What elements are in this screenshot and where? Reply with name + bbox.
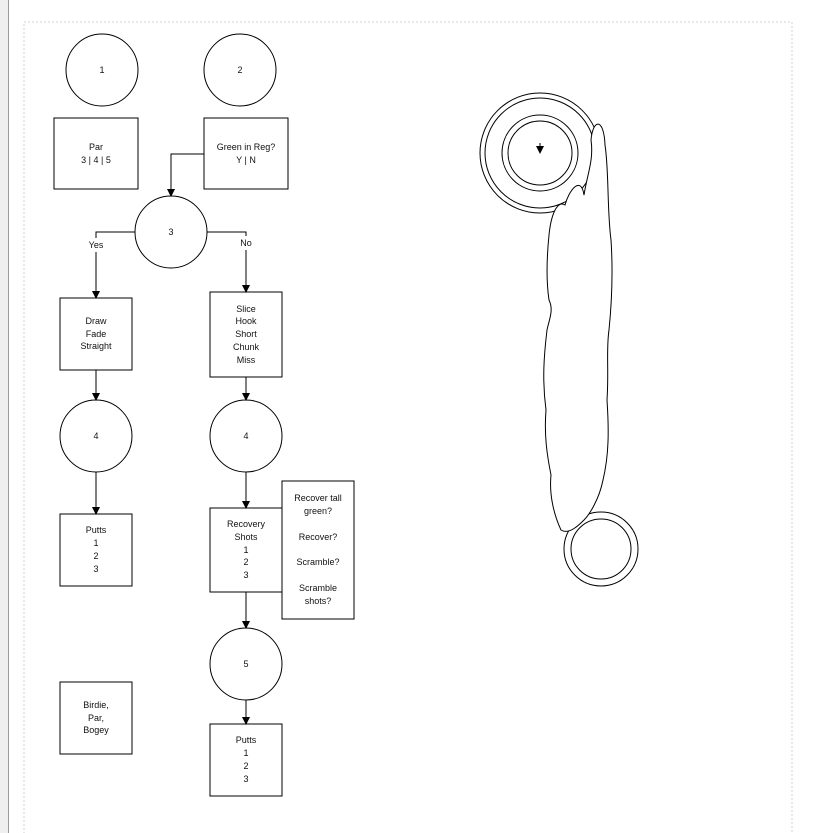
box-draw-fade[interactable] (59, 297, 133, 371)
edge-label-yes: Yes (83, 238, 109, 252)
window-left-edge (0, 0, 9, 833)
result-label: Birdie, Par, Bogey (83, 699, 109, 736)
draw-fade-label: Draw Fade Straight (80, 315, 112, 352)
connector-green-to-3 (167, 153, 204, 197)
circle-1-label: 1 (99, 64, 105, 75)
circle-4-left-label: 4 (93, 430, 99, 441)
circle-4-right-label: 4 (243, 430, 249, 441)
node-circle-2[interactable] (203, 33, 277, 107)
box-result[interactable] (59, 681, 133, 755)
drawing-page: 1 2 3 4 4 5 Par 3 | 4 | 5 Green in Reg? … (9, 0, 815, 833)
circle-5-label: 5 (243, 658, 249, 669)
box-slice-hook[interactable] (209, 291, 283, 378)
box-par[interactable] (53, 117, 139, 190)
connector-3-yes (92, 231, 135, 299)
box-putts-left[interactable] (59, 513, 133, 587)
start-state-graphic[interactable] (479, 92, 601, 214)
connector-3-no (207, 231, 250, 293)
putts-left-label: Putts 1 2 3 (85, 525, 107, 574)
slice-hook-label: Slice Hook Short Chunk Miss (232, 303, 259, 365)
green-in-reg-label: Green in Reg? Y | N (216, 141, 276, 165)
box-recover-notes[interactable] (281, 480, 355, 620)
cloud-shape[interactable] (543, 123, 613, 532)
box-putts-right[interactable] (209, 723, 283, 797)
end-state-graphic[interactable] (563, 511, 639, 587)
recovery-shots-label: Recovery Shots 1 2 3 (226, 519, 265, 581)
node-circle-1[interactable] (65, 33, 139, 107)
recover-notes-label: Recover tall green? Recover? Scramble? S… (294, 493, 342, 606)
box-recovery-shots[interactable] (209, 507, 283, 593)
par-label: Par 3 | 4 | 5 (81, 141, 111, 165)
edge-label-no: No (235, 236, 257, 250)
circle-3-label: 3 (168, 226, 174, 237)
page-boundary (23, 21, 793, 833)
putts-right-label: Putts 1 2 3 (235, 735, 257, 784)
circle-2-label: 2 (237, 64, 243, 75)
diagram-canvas (23, 21, 793, 833)
